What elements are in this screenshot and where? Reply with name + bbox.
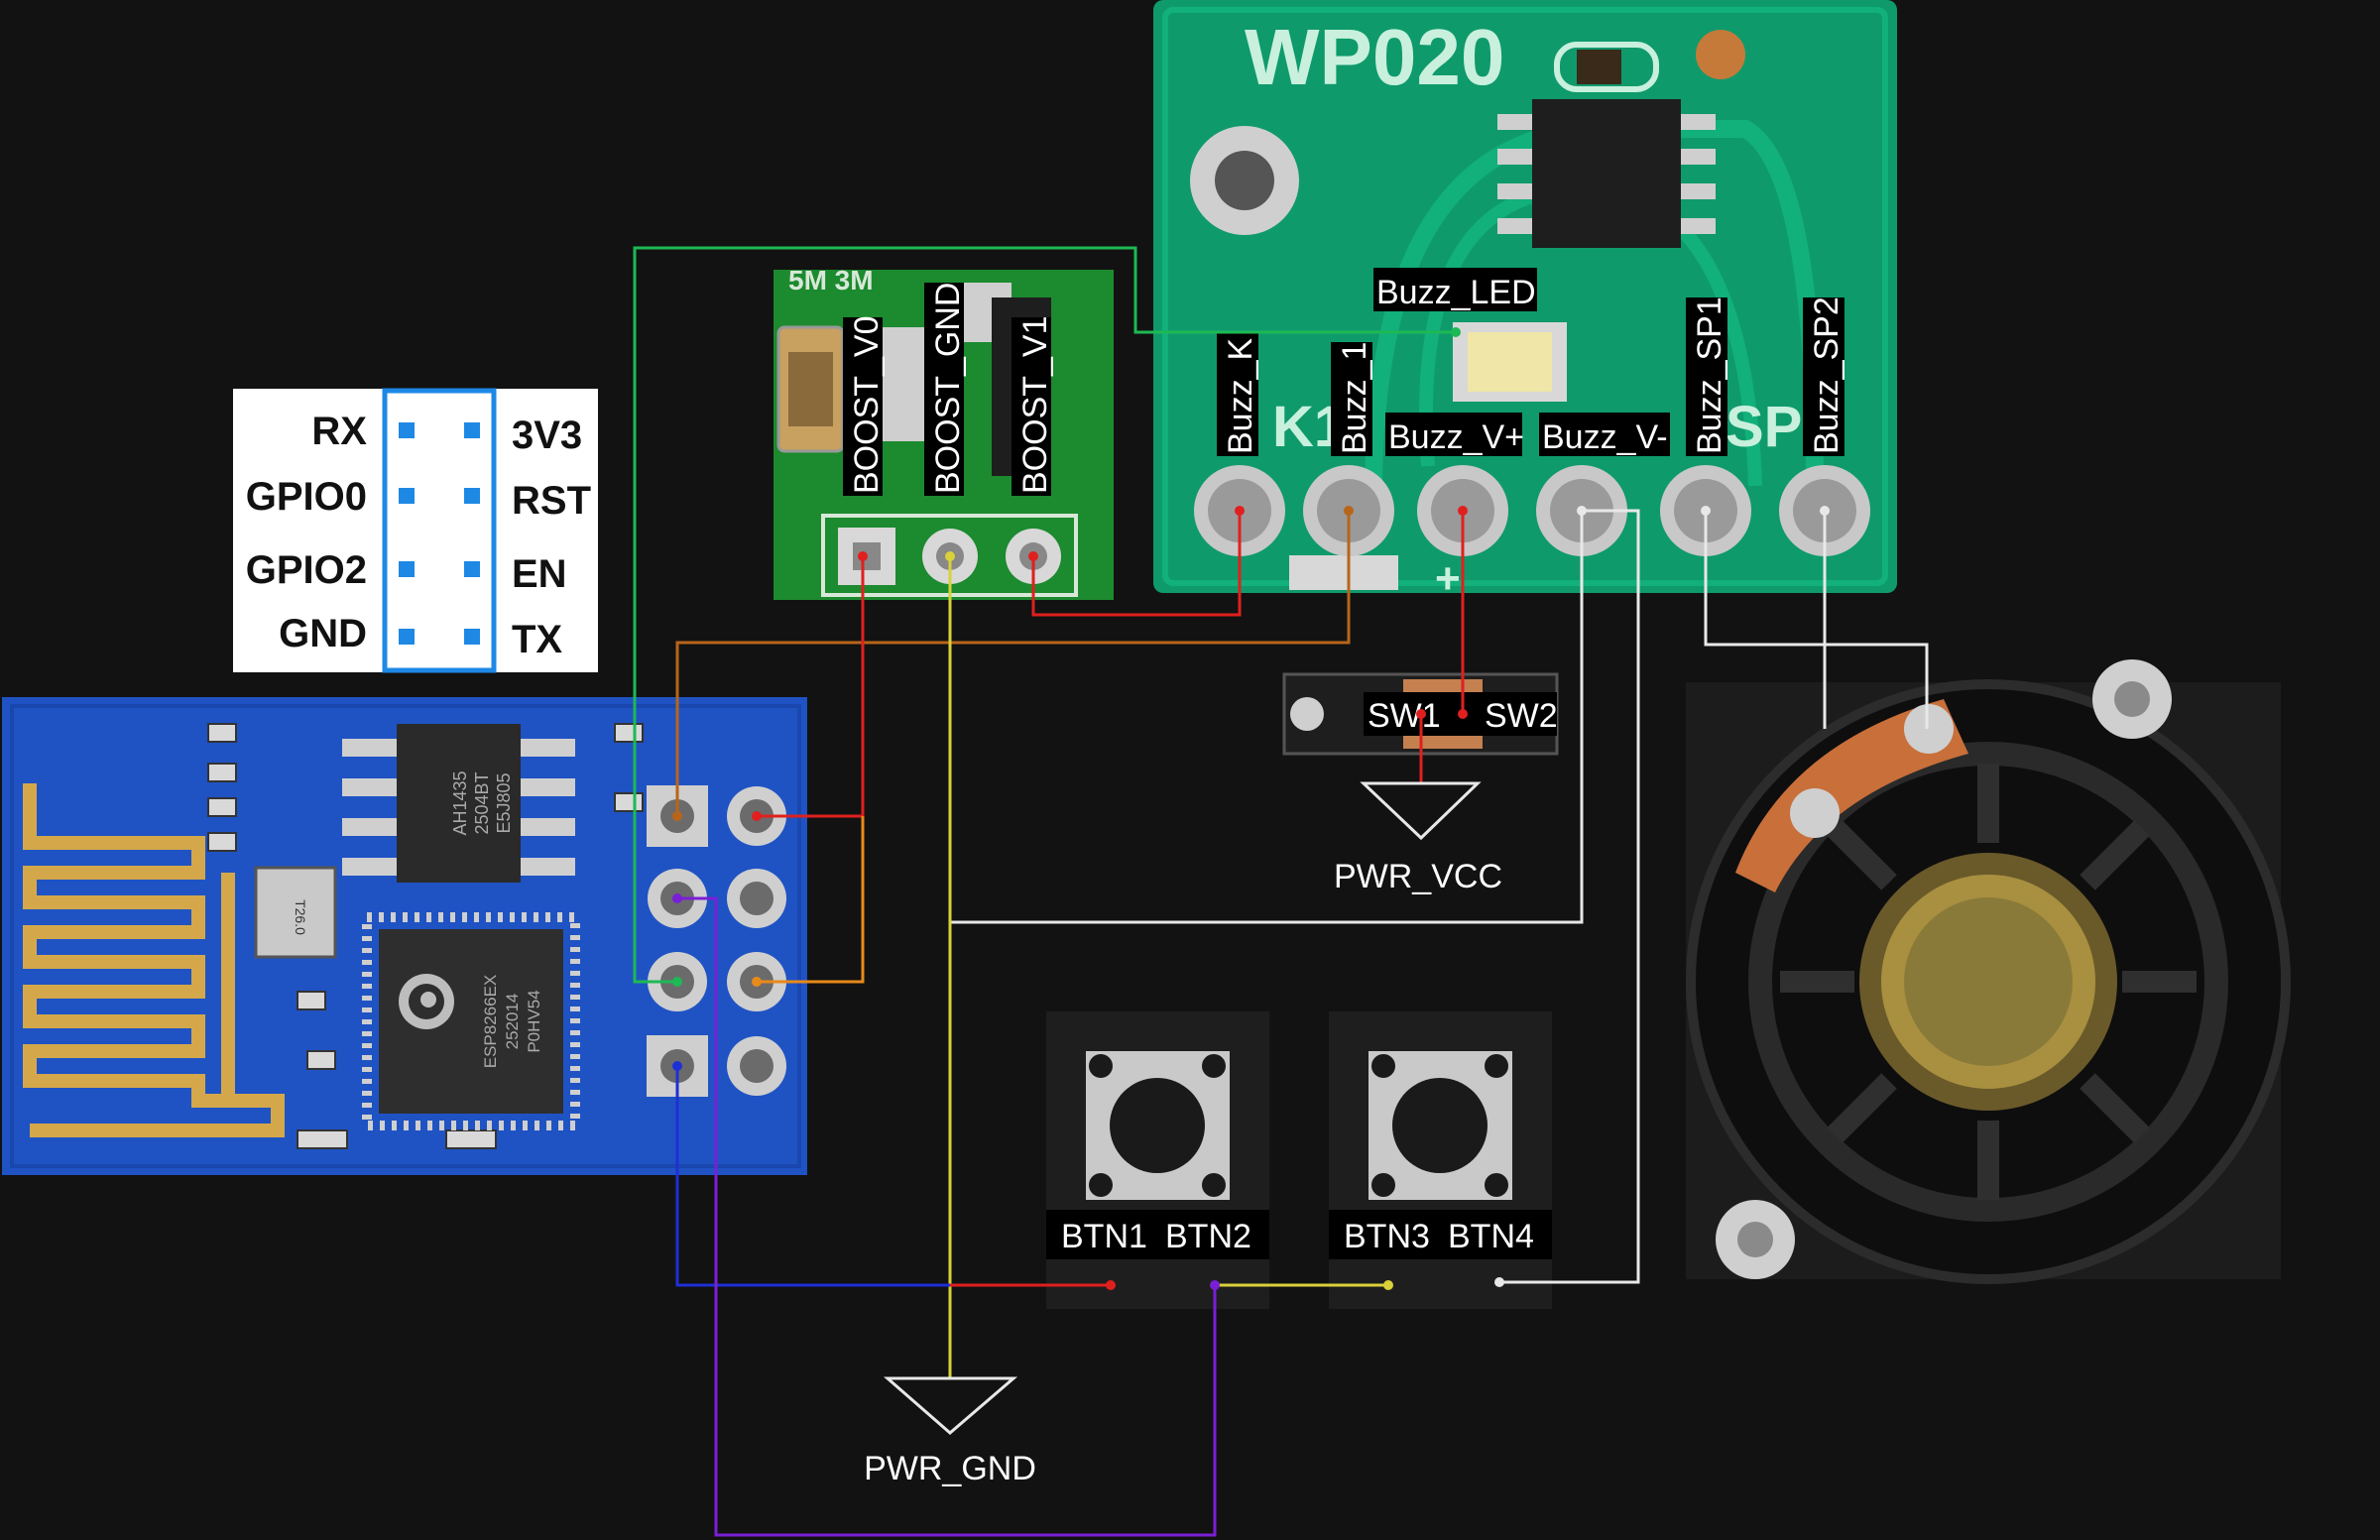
wire-green-gpio2-led — [633, 246, 1456, 984]
buzz-led-label: Buzz_LED — [1376, 274, 1536, 311]
button-pair-2: BTN3 BTN4 — [1329, 1011, 1552, 1309]
buzz-vminus-label: Buzz_V- — [1542, 418, 1668, 456]
pinout-header-outline — [382, 388, 497, 673]
pwr-gnd-label: PWR_GND — [864, 1450, 1036, 1487]
button-pair-1: BTN1 BTN2 — [1046, 1011, 1269, 1309]
pin-label-rx: RX — [311, 410, 367, 453]
pin-label-tx: TX — [512, 618, 562, 661]
antenna-trace — [23, 783, 285, 1137]
pin-label-gpio0: GPIO0 — [246, 475, 367, 519]
pwr-vcc-symbol: PWR_VCC — [1334, 781, 1502, 895]
pinout-panel — [233, 389, 598, 672]
wire-white-sp1 — [1704, 511, 1929, 729]
btn4-label: BTN4 — [1448, 1218, 1534, 1255]
flash-chip: AH1435 2504BT E5J805 — [342, 724, 575, 883]
btn1-label: BTN1 — [1061, 1218, 1147, 1255]
speaker — [1686, 659, 2291, 1284]
esp-pinout-legend: RX GPIO0 GPIO2 GND 3V3 RST EN TX — [233, 388, 598, 673]
boost-v1-label: BOOST_V1 — [1016, 315, 1054, 494]
buzzer-board: WP020 K1 SP + — [1153, 0, 1897, 603]
pwr-gnd-symbol: PWR_GND — [864, 1376, 1036, 1487]
speaker-terminal-strip — [1735, 699, 1968, 892]
btn3-label: BTN3 — [1344, 1218, 1430, 1255]
svg-text:2504BT: 2504BT — [472, 771, 492, 834]
svg-text:252014: 252014 — [503, 994, 522, 1050]
silk-sp: SP — [1726, 395, 1802, 459]
btn2-label: BTN2 — [1165, 1218, 1251, 1255]
esp01-module: T26.0 AH1435 2504BT E5J805 ESP8266EX 252… — [2, 697, 807, 1175]
silk-plus: + — [1435, 554, 1461, 603]
button-cap-1[interactable] — [1110, 1078, 1205, 1173]
pin-label-3v3: 3V3 — [512, 414, 582, 457]
buzz-vplus-label: Buzz_V+ — [1388, 418, 1524, 456]
wire-white-buzzvminus-gnd — [950, 511, 1584, 924]
buzz-1-label: Buzz_1 — [1336, 342, 1373, 454]
svg-text:AH1435: AH1435 — [450, 770, 470, 835]
wires — [633, 246, 1929, 1537]
flash-chip-body — [397, 724, 521, 883]
boost-gnd-label: BOOST_GND — [929, 283, 967, 494]
pin-label-rst: RST — [512, 479, 591, 523]
boost-silk: 5M 3M — [788, 265, 874, 296]
pin-label-gnd: GND — [279, 612, 367, 655]
esp8266-chip: ESP8266EX 252014 P0HV54 — [362, 912, 580, 1130]
crystal — [254, 866, 337, 959]
buzzer-ic — [1532, 99, 1681, 248]
boost-module: 5M 3M BOOST_V0 BOOST_GND BOOST_V1 — [774, 265, 1114, 600]
pin-label-en: EN — [512, 552, 567, 596]
switch-sw2-label: SW2 — [1485, 697, 1558, 735]
buzzer-board-title: WP020 — [1245, 13, 1504, 101]
button-cap-2[interactable] — [1392, 1078, 1488, 1173]
svg-text:E5J805: E5J805 — [494, 772, 514, 833]
boost-v0-label: BOOST_V0 — [848, 315, 886, 494]
svg-text:ESP8266EX: ESP8266EX — [481, 975, 500, 1069]
svg-text:P0HV54: P0HV54 — [525, 990, 543, 1052]
wire-white-btn4 — [1499, 509, 1640, 1284]
pwr-vcc-label: PWR_VCC — [1334, 858, 1502, 895]
wire-red-boostv1-buzzk — [1031, 511, 1242, 617]
pin-label-gpio2: GPIO2 — [246, 548, 367, 592]
wire-brown-rx-buzz1 — [675, 511, 1351, 816]
wire-purple-gpio0-btn2 — [677, 896, 1217, 1537]
buzz-k-label: Buzz_K — [1222, 338, 1259, 454]
crystal-marking: T26.0 — [293, 899, 308, 935]
wire-endpoints — [672, 327, 1830, 1290]
wire-orange-tx — [757, 816, 865, 984]
wire-blue-gnd — [675, 1066, 950, 1287]
buzz-sp2-label: Buzz_SP2 — [1808, 296, 1845, 454]
switch-sw1-label: SW1 — [1368, 697, 1441, 735]
buzz-sp1-label: Buzz_SP1 — [1691, 296, 1728, 454]
